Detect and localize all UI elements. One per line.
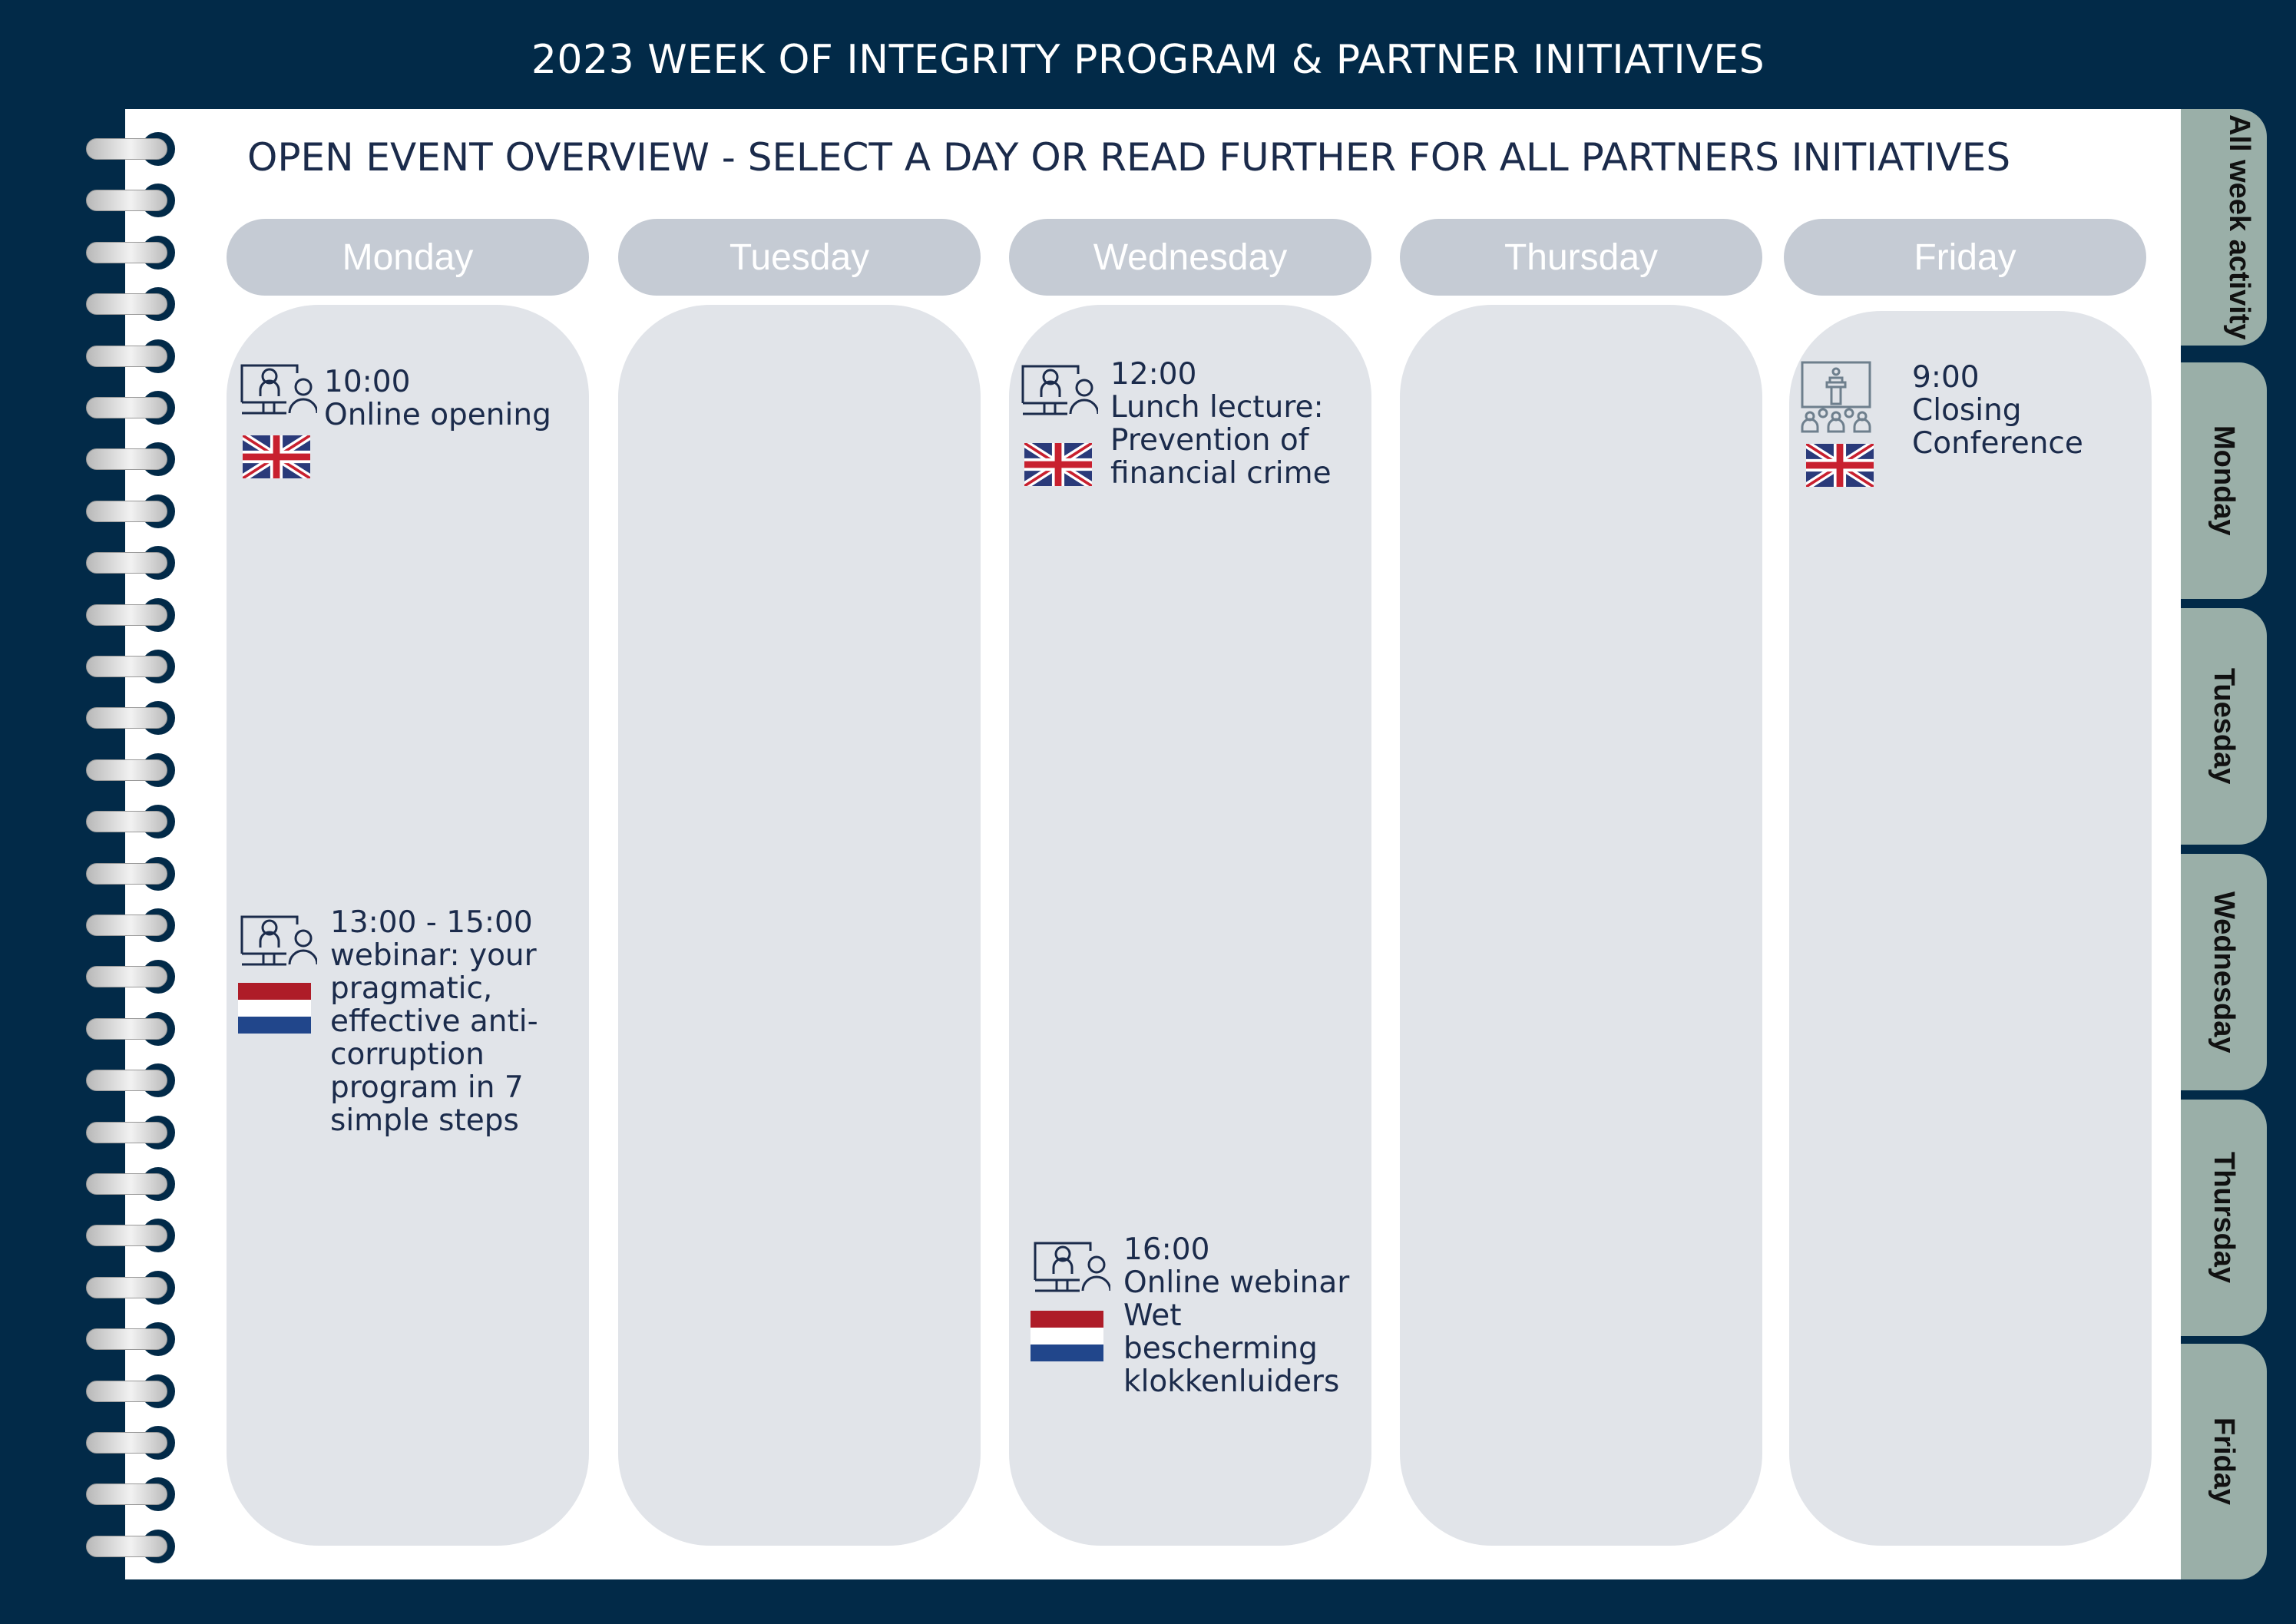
tab-tuesday[interactable]: Tuesday xyxy=(2181,608,2267,845)
day-header-thursday[interactable]: Thursday xyxy=(1400,219,1762,296)
tab-all-week[interactable]: All week activity xyxy=(2181,109,2267,346)
event-time: 9:00 xyxy=(1912,360,1980,395)
binding-ring xyxy=(86,960,175,994)
day-header-monday[interactable]: Monday xyxy=(227,219,589,296)
event-time: 13:00 - 15:00 xyxy=(330,905,533,940)
binding-ring xyxy=(86,235,175,270)
event-time: 10:00 xyxy=(324,365,411,399)
binding-ring xyxy=(86,1063,175,1098)
page-header-title: 2023 WEEK OF INTEGRITY PROGRAM & PARTNER… xyxy=(531,37,1765,83)
binding-ring xyxy=(86,391,175,425)
day-column-friday xyxy=(1789,311,2152,1546)
binding-ring xyxy=(86,1270,175,1305)
binding-ring xyxy=(86,1167,175,1201)
event-title: Online webinar Wet bescherming klokkenlu… xyxy=(1123,1265,1350,1399)
online-meeting-icon xyxy=(1034,1242,1110,1292)
day-header-wednesday[interactable]: Wednesday xyxy=(1009,219,1371,296)
online-meeting-icon xyxy=(240,364,317,415)
binding-ring xyxy=(86,546,175,580)
tab-wednesday[interactable]: Wednesday xyxy=(2181,854,2267,1090)
event-title: Closing Conference xyxy=(1912,393,2083,461)
day-column-thursday xyxy=(1400,305,1762,1546)
binding-ring xyxy=(86,1011,175,1046)
binding-ring xyxy=(86,339,175,373)
event-time: 12:00 xyxy=(1110,357,1197,392)
nl-flag-icon xyxy=(238,983,311,1034)
binding-ring xyxy=(86,856,175,891)
binding-ring xyxy=(86,442,175,477)
day-column-monday xyxy=(227,305,589,1546)
binding-ring xyxy=(86,1115,175,1149)
binding-ring xyxy=(86,287,175,322)
binding-ring xyxy=(86,1219,175,1253)
page-subtitle: OPEN EVENT OVERVIEW - SELECT A DAY OR RE… xyxy=(247,135,2011,180)
tab-label: Wednesday xyxy=(2208,891,2240,1053)
tab-label: Tuesday xyxy=(2208,668,2240,785)
binding-ring xyxy=(86,184,175,218)
tab-friday[interactable]: Friday xyxy=(2181,1344,2267,1579)
binding-ring xyxy=(86,1529,175,1563)
binding-ring xyxy=(86,1374,175,1408)
binding-ring xyxy=(86,805,175,839)
online-meeting-icon xyxy=(1021,365,1098,415)
day-header-tuesday[interactable]: Tuesday xyxy=(618,219,981,296)
tab-thursday[interactable]: Thursday xyxy=(2181,1100,2267,1336)
uk-flag-icon xyxy=(243,435,310,478)
online-meeting-icon xyxy=(240,915,317,966)
binding-ring xyxy=(86,650,175,683)
tab-monday[interactable]: Monday xyxy=(2181,362,2267,599)
binding-ring xyxy=(86,132,175,166)
nl-flag-icon xyxy=(1031,1311,1103,1361)
binding-ring xyxy=(86,1426,175,1460)
binding-ring xyxy=(86,701,175,736)
binding-ring xyxy=(86,752,175,787)
event-title: Online opening xyxy=(324,398,551,432)
day-header-friday[interactable]: Friday xyxy=(1784,219,2146,296)
tab-label: All week activity xyxy=(2223,114,2255,340)
tab-label: Friday xyxy=(2208,1417,2240,1506)
binding-ring xyxy=(86,494,175,528)
binding-ring xyxy=(86,597,175,632)
binding-ring xyxy=(86,908,175,942)
tab-label: Monday xyxy=(2208,425,2240,536)
binding-ring xyxy=(86,1322,175,1357)
binding-ring xyxy=(86,1477,175,1512)
day-column-tuesday xyxy=(618,305,981,1546)
tab-label: Thursday xyxy=(2208,1152,2240,1284)
conference-icon xyxy=(1801,361,1871,433)
uk-flag-icon xyxy=(1806,444,1874,487)
event-time: 16:00 xyxy=(1123,1232,1210,1267)
uk-flag-icon xyxy=(1024,443,1092,486)
event-title: Lunch lecture: Prevention of financial c… xyxy=(1110,390,1332,491)
event-title: webinar: your pragmatic, effective anti-… xyxy=(330,938,538,1138)
